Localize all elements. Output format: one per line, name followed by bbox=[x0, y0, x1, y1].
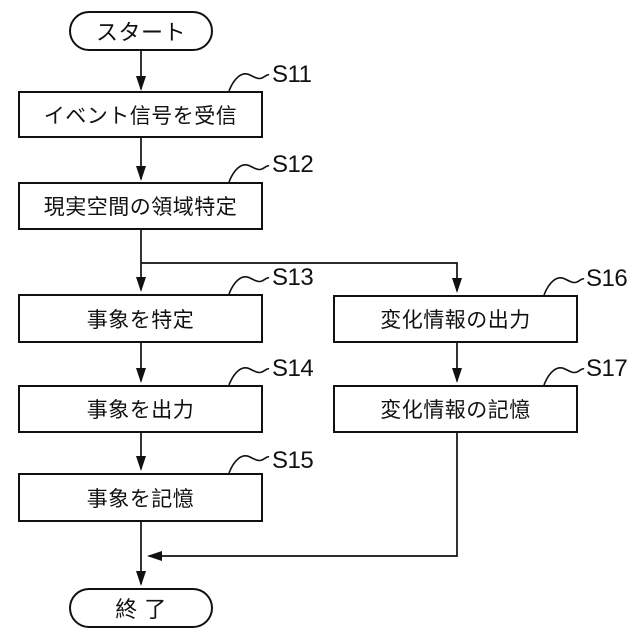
step-label-s15: S15 bbox=[272, 447, 314, 474]
leader-squiggle-s12 bbox=[228, 164, 270, 183]
arrow-s17-merge-to-main bbox=[147, 433, 458, 561]
leader-squiggle-s13 bbox=[228, 276, 270, 295]
arrow-branch-s12-to-s16 bbox=[141, 262, 462, 293]
leader-squiggle-s15 bbox=[228, 455, 270, 474]
leader-squiggle-s16 bbox=[543, 277, 585, 296]
process-box-s13: 事象を特定 bbox=[18, 294, 263, 343]
step-label-s17: S17 bbox=[586, 355, 628, 382]
step-label-s12: S12 bbox=[272, 151, 314, 178]
step-label-s14: S14 bbox=[272, 355, 314, 382]
leader-squiggle-s17 bbox=[543, 367, 585, 386]
process-box-s14: 事象を出力 bbox=[18, 385, 263, 433]
process-box-s11: イベント信号を受信 bbox=[18, 91, 263, 138]
step-label-s13: S13 bbox=[272, 264, 314, 291]
process-box-s15: 事象を記憶 bbox=[18, 473, 263, 522]
leader-squiggle-s14 bbox=[228, 367, 270, 386]
terminal-start: スタート bbox=[69, 11, 213, 51]
process-box-s16: 変化情報の出力 bbox=[333, 295, 578, 343]
step-label-s11: S11 bbox=[272, 61, 312, 88]
process-box-s12: 現実空間の領域特定 bbox=[18, 182, 263, 230]
terminal-end: 終 了 bbox=[69, 588, 213, 628]
leader-squiggle-s11 bbox=[228, 73, 270, 92]
step-label-s16: S16 bbox=[586, 265, 628, 292]
process-box-s17: 変化情報の記憶 bbox=[333, 385, 578, 433]
